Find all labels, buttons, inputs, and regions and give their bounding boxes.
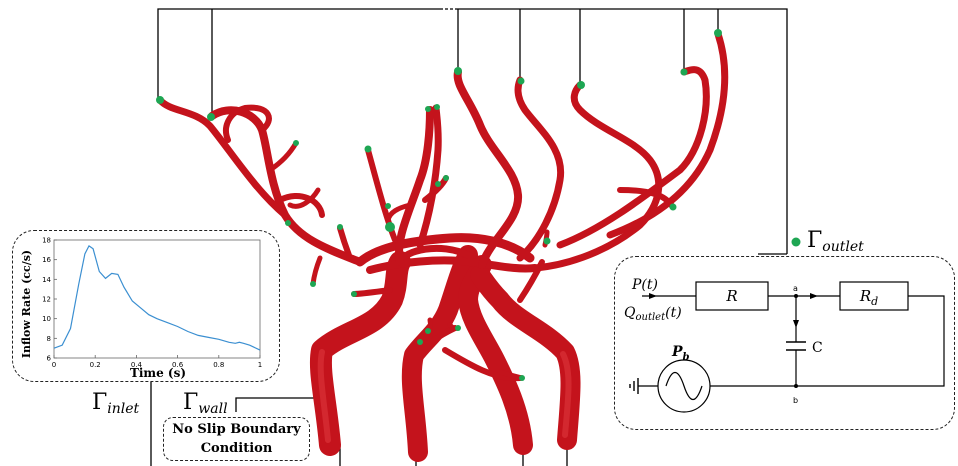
pb-label-sub: b xyxy=(682,352,689,363)
y-tick-label: 12 xyxy=(42,295,51,303)
input-arrow xyxy=(649,293,657,299)
y-tick-label: 18 xyxy=(42,236,51,244)
inlet-subscript: inlet xyxy=(107,401,139,417)
outlet-marker xyxy=(285,220,291,226)
flow-label: Qoutlet(t) xyxy=(624,305,682,323)
node-a-label: a xyxy=(793,284,798,293)
outlet-bus-left xyxy=(158,9,440,99)
outlet-marker xyxy=(519,375,525,381)
outlet-marker xyxy=(454,67,462,75)
chart-y-axis-label: Inflow Rate (cc/s) xyxy=(20,249,33,357)
windkessel-circuit-panel: P(t) Qoutlet(t) R Rd C a b Pb xyxy=(614,256,955,430)
outlet-marker xyxy=(207,113,215,121)
resistor-proximal-label: R xyxy=(725,287,737,305)
flow-label-sub: outlet xyxy=(635,312,666,323)
y-tick-label: 8 xyxy=(46,334,50,342)
flow-label-main: Q xyxy=(624,305,636,321)
resistor-distal-main: R xyxy=(858,287,870,305)
outlet-marker xyxy=(443,175,449,181)
no-slip-line-2: Condition xyxy=(164,439,309,458)
outlet-marker xyxy=(435,181,441,187)
outlet-marker xyxy=(385,222,395,232)
outlet-bus-right xyxy=(458,9,787,254)
chart-x-axis-label: Time (s) xyxy=(129,366,185,380)
wall-lead xyxy=(236,398,320,412)
outlet-marker xyxy=(670,204,677,211)
y-tick-label: 14 xyxy=(42,275,51,283)
node-b-label: b xyxy=(793,396,798,405)
capacitor-flow-arrow xyxy=(793,320,799,328)
outlet-marker xyxy=(714,29,722,37)
resistor-distal-sub: d xyxy=(871,295,878,308)
flow-arrow xyxy=(810,293,818,299)
inlet-gamma-symbol: Γ xyxy=(92,390,107,415)
pb-label-main: P xyxy=(671,344,683,360)
outlet-marker xyxy=(337,224,343,230)
wall-boundary-label: Γwall xyxy=(183,390,228,417)
pressure-label: P(t) xyxy=(631,277,658,293)
outlet-marker xyxy=(681,69,688,76)
x-tick-label: 0.2 xyxy=(89,361,100,369)
x-tick-label: 0.8 xyxy=(213,361,224,369)
inlet-boundary-label: Γinlet xyxy=(92,390,139,417)
outlet-marker xyxy=(351,291,357,297)
outlet-subscript: outlet xyxy=(822,239,863,255)
outlet-boundary-label: Γoutlet xyxy=(807,228,864,255)
outlet-marker xyxy=(577,81,585,89)
y-tick-label: 16 xyxy=(42,256,51,264)
outlet-marker xyxy=(385,203,391,209)
outlet-marker xyxy=(544,238,551,245)
outlet-marker xyxy=(434,104,440,110)
wall-subscript: wall xyxy=(198,401,227,417)
outlet-marker xyxy=(417,339,423,345)
outlet-legend-marker xyxy=(792,238,801,247)
outlet-marker xyxy=(518,78,525,85)
outlet-gamma-symbol: Γ xyxy=(807,228,822,253)
outlet-marker xyxy=(156,96,164,104)
chart-plot-frame xyxy=(54,240,260,358)
x-tick-label: 0 xyxy=(51,361,55,369)
flow-label-tail: (t) xyxy=(665,305,682,321)
inflow-series-line xyxy=(54,245,260,349)
outlet-marker xyxy=(365,146,372,153)
y-tick-label: 10 xyxy=(42,315,51,323)
no-slip-line-1: No Slip Boundary xyxy=(164,420,309,439)
ground-icon xyxy=(630,378,638,394)
outlet-marker xyxy=(310,281,316,287)
outlet-marker xyxy=(425,328,431,334)
outlet-marker xyxy=(425,106,431,112)
x-tick-label: 1 xyxy=(257,361,261,369)
chart-axes xyxy=(54,240,260,358)
y-tick-label: 6 xyxy=(46,354,51,362)
wall-gamma-symbol: Γ xyxy=(183,390,198,415)
windkessel-circuit-diagram: P(t) Qoutlet(t) R Rd C a b Pb xyxy=(614,256,955,430)
outlet-marker xyxy=(455,325,461,331)
capacitor-plates xyxy=(786,342,806,350)
outlet-marker xyxy=(293,140,299,146)
no-slip-condition-box: No Slip Boundary Condition xyxy=(163,417,310,461)
capacitor-label: C xyxy=(812,340,823,356)
